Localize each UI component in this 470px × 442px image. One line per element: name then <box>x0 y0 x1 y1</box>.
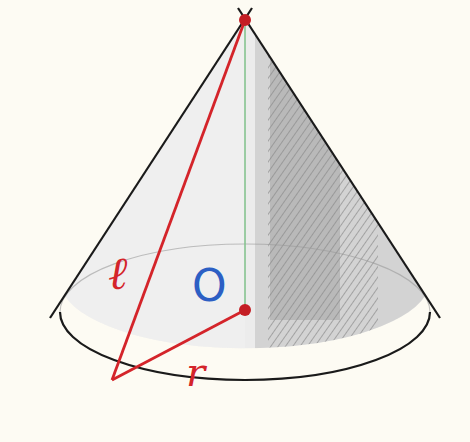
slant-height-label: ℓ <box>108 250 127 296</box>
cone-side <box>238 8 440 318</box>
slant-height-line <box>112 20 245 380</box>
radius-line <box>112 310 245 380</box>
center-dot <box>239 304 251 316</box>
apex-dot <box>239 14 251 26</box>
center-label: O <box>192 264 227 308</box>
height-line <box>244 20 246 310</box>
radius-label: r <box>186 352 205 392</box>
